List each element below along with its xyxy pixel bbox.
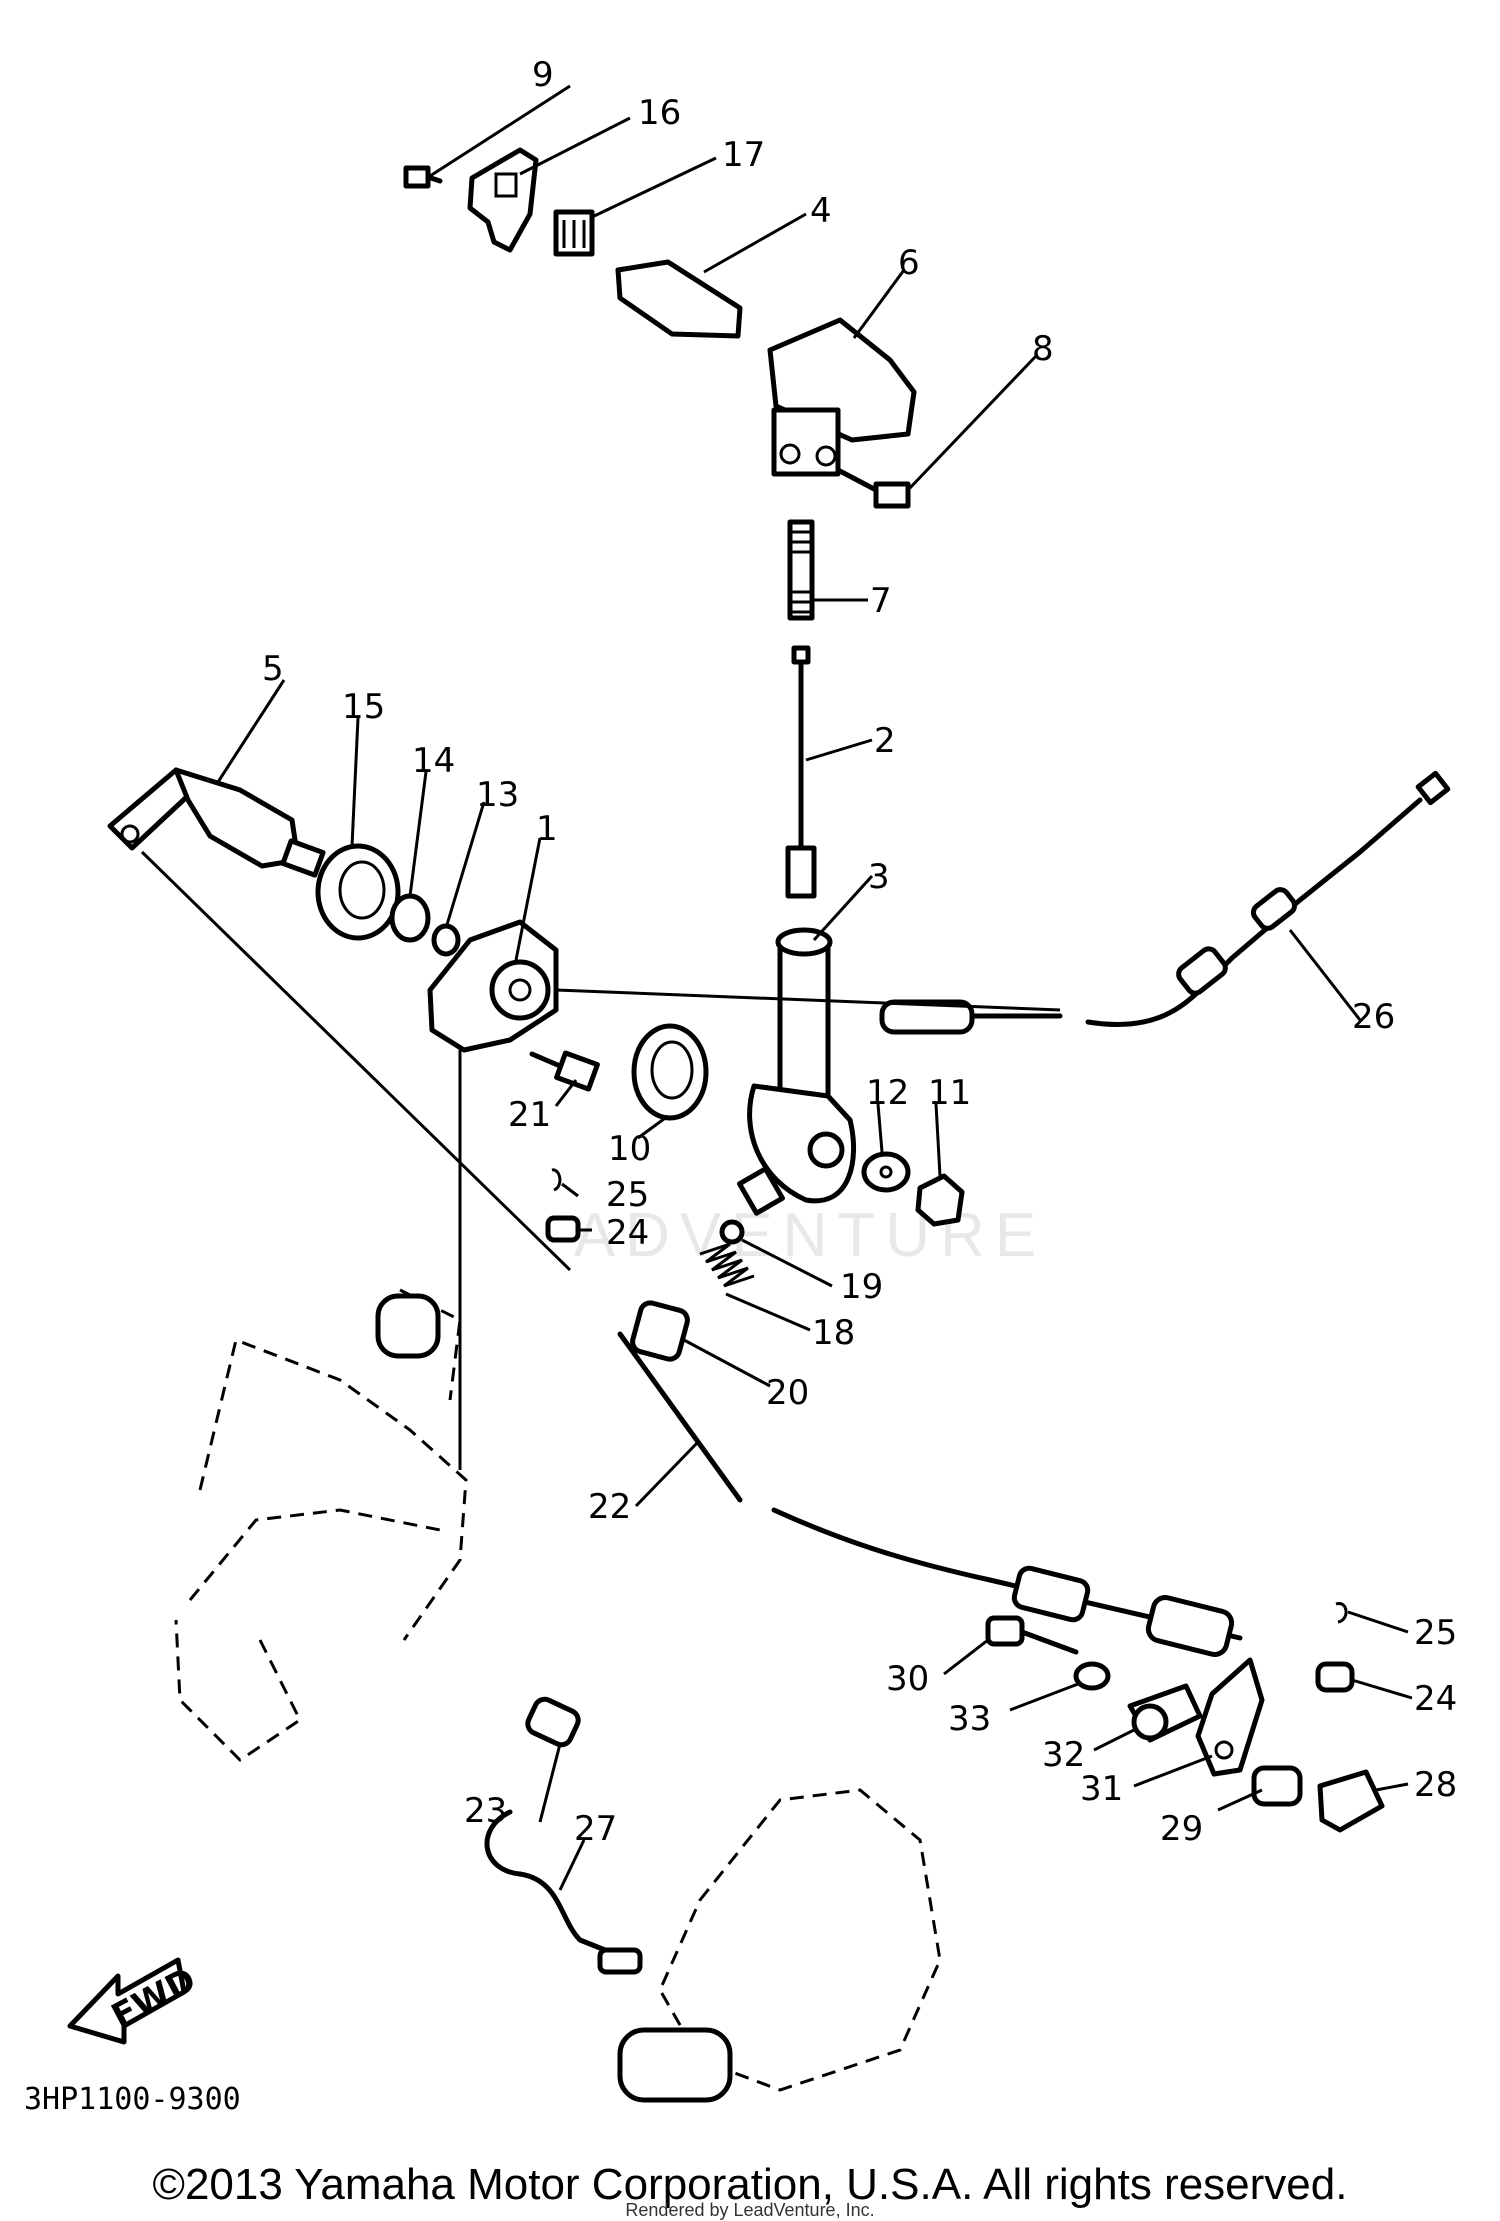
part-17-spacer bbox=[553, 209, 595, 257]
callout-32: 32 bbox=[1042, 1735, 1085, 1775]
callout-33: 33 bbox=[948, 1699, 991, 1739]
callout-24-upper: 24 bbox=[606, 1213, 649, 1253]
callout-1: 1 bbox=[536, 809, 558, 849]
part-21-bolt bbox=[529, 1050, 600, 1092]
callout-27: 27 bbox=[574, 1809, 617, 1849]
callout-19: 19 bbox=[840, 1267, 883, 1307]
copyright-notice: ©2013 Yamaha Motor Corporation, U.S.A. A… bbox=[152, 2160, 1348, 2209]
callout-9: 9 bbox=[532, 55, 554, 95]
engine-outline bbox=[617, 1788, 942, 2103]
part-18-spring bbox=[699, 1242, 755, 1288]
callout-14: 14 bbox=[412, 741, 455, 781]
part-31-arm bbox=[1195, 1657, 1265, 1777]
part-19-ball bbox=[719, 1219, 745, 1245]
callout-3: 3 bbox=[868, 857, 890, 897]
callout-30: 30 bbox=[886, 1659, 929, 1699]
part-15-seal bbox=[315, 843, 401, 941]
part-30-bolt bbox=[985, 1615, 1079, 1655]
callout-25-lower: 25 bbox=[1414, 1613, 1457, 1653]
part-16-clip bbox=[467, 147, 539, 253]
callout-29: 29 bbox=[1160, 1809, 1203, 1849]
part-25-cotter-lower bbox=[1335, 1602, 1348, 1624]
part-7-stud bbox=[787, 519, 815, 621]
part-25-cotter-upper bbox=[551, 1168, 562, 1192]
frame-outline bbox=[174, 1288, 468, 1762]
part-28-clip bbox=[1317, 1769, 1385, 1833]
part-3-shift-shaft bbox=[737, 927, 857, 1216]
part-4-insert bbox=[615, 259, 743, 339]
part-10-oil-seal bbox=[631, 1023, 709, 1121]
fwd-arrow bbox=[67, 1957, 187, 2045]
part-8-bolt bbox=[835, 467, 911, 509]
callout-4: 4 bbox=[810, 191, 832, 231]
callout-22: 22 bbox=[588, 1487, 631, 1527]
callout-21: 21 bbox=[508, 1095, 551, 1135]
callout-18: 18 bbox=[812, 1313, 855, 1353]
part-24-pin-lower bbox=[1315, 1661, 1355, 1693]
part-29-collar bbox=[1251, 1765, 1303, 1807]
part-14-washer bbox=[389, 893, 431, 943]
part-11-nut bbox=[915, 1173, 965, 1227]
part-20-bushing bbox=[630, 1300, 690, 1362]
callout-8: 8 bbox=[1032, 329, 1054, 369]
callout-20: 20 bbox=[766, 1373, 809, 1413]
part-24-pin-upper bbox=[545, 1215, 581, 1243]
part-2-rod bbox=[785, 645, 817, 899]
callout-10: 10 bbox=[608, 1129, 651, 1169]
part-33-washer bbox=[1073, 1661, 1111, 1691]
part-23-plug bbox=[525, 1696, 581, 1748]
callout-6: 6 bbox=[898, 243, 920, 283]
rendered-by-credit: Rendered by LeadVenture, Inc. bbox=[625, 2200, 875, 2220]
part-12-washer bbox=[861, 1151, 911, 1193]
part-22-cable bbox=[617, 1331, 1243, 1657]
callout-11: 11 bbox=[928, 1073, 971, 1113]
part-5-shift-lever-shaft bbox=[107, 767, 326, 878]
callout-2: 2 bbox=[874, 721, 896, 761]
part-13-o-ring bbox=[431, 923, 461, 957]
callout-26: 26 bbox=[1352, 997, 1395, 1037]
part-26-cable bbox=[879, 770, 1451, 1035]
part-1-housing bbox=[427, 919, 559, 1053]
callout-17: 17 bbox=[722, 135, 765, 175]
callout-16: 16 bbox=[638, 93, 681, 133]
part-32-lever bbox=[1127, 1683, 1203, 1743]
callout-5: 5 bbox=[262, 649, 284, 689]
callout-13: 13 bbox=[476, 775, 519, 815]
callout-28: 28 bbox=[1414, 1765, 1457, 1805]
callout-15: 15 bbox=[342, 687, 385, 727]
part-9-screw bbox=[403, 165, 443, 189]
callout-25-upper: 25 bbox=[606, 1175, 649, 1215]
leader-lines bbox=[140, 84, 1413, 1891]
part-27-wire bbox=[484, 1809, 643, 1975]
drawing-code: 3HP1100-9300 bbox=[24, 2082, 241, 2117]
callout-12: 12 bbox=[866, 1073, 909, 1113]
callout-23: 23 bbox=[464, 1791, 507, 1831]
callout-24-lower: 24 bbox=[1414, 1679, 1457, 1719]
callout-31: 31 bbox=[1080, 1769, 1123, 1809]
part-6-knob bbox=[767, 317, 917, 477]
callout-7: 7 bbox=[870, 581, 892, 621]
